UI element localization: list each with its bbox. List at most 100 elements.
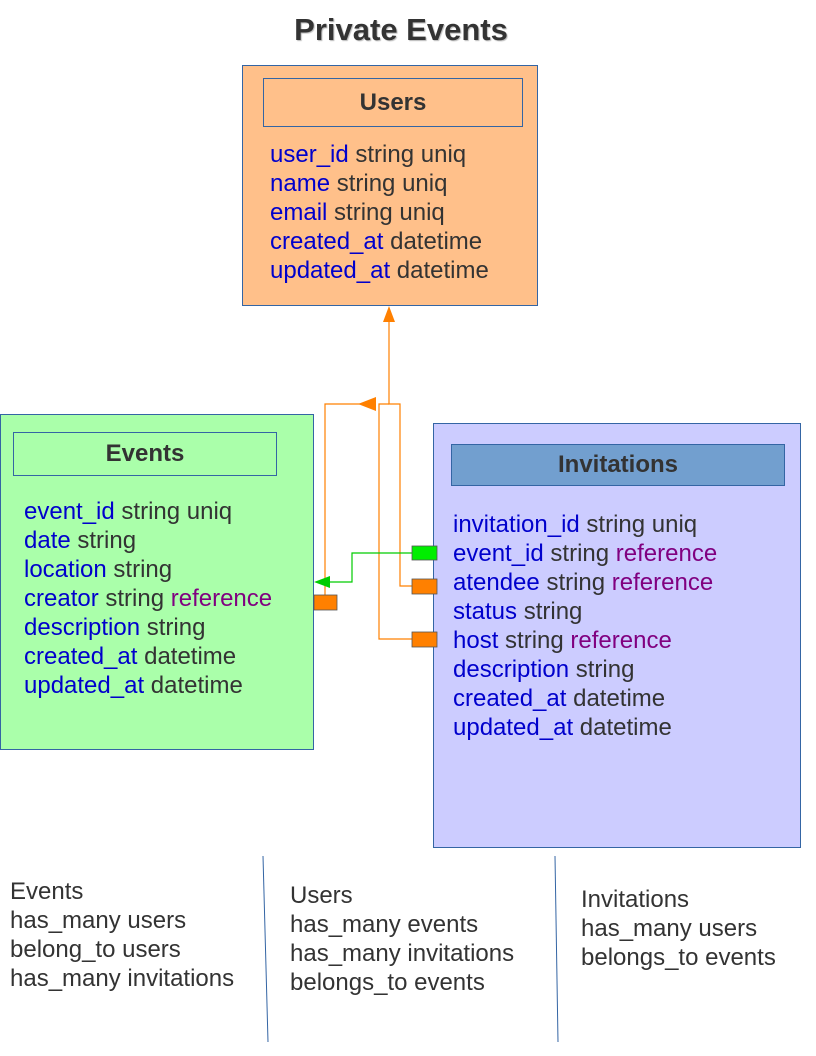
field-name: updated_at [270,257,391,284]
field-name: created_at [270,228,384,255]
connector-invitations-atendee-to-users [388,322,412,587]
users-field-row: created_at datetime [270,227,489,256]
field-type: string uniq [355,141,467,168]
field-name: location [24,556,107,583]
invitations-entity-header: Invitations [451,444,785,486]
field-type: string uniq [586,511,698,538]
field-type: datetime [390,228,483,255]
field-type: string [546,569,606,596]
users-field-row: email string uniq [270,198,489,227]
invitations-relation-item: has_many users [581,915,758,942]
invitations-field-row: description string [453,655,717,684]
invitations-field-row: host string reference [453,626,717,655]
users-relation-item: has_many events [290,911,479,938]
connector-arrowhead-users-side [358,397,376,411]
users-relation-item: belongs_to events [290,969,485,996]
field-name: email [270,199,328,226]
events-entity-header: Events [13,432,277,476]
events-relations-heading: Events [10,878,84,905]
field-name: event_id [24,498,115,525]
users-field-row: name string uniq [270,169,489,198]
field-type: string [105,585,165,612]
relations-divider-right [554,855,559,1043]
port-invitations-atendee [411,578,438,595]
connector-invitations-host-to-users [378,403,412,640]
connector-events-creator-to-users [324,403,376,600]
invitations-field-row: invitation_id string uniq [453,510,717,539]
field-type: string uniq [121,498,233,525]
field-type: datetime [144,643,237,670]
events-field-row: created_at datetime [24,642,272,671]
field-name: user_id [270,141,349,168]
invitations-field-row: status string [453,597,717,626]
invitations-relations-heading: Invitations [581,886,690,913]
field-type: string [113,556,173,583]
events-relation-item: belong_to users [10,936,181,963]
port-invitations-host [411,631,438,648]
users-field-row: user_id string uniq [270,140,489,169]
invitations-field-row: created_at datetime [453,684,717,713]
invitations-field-row: event_id string reference [453,539,717,568]
field-reference: reference [570,627,672,654]
field-name: date [24,527,71,554]
connector-arrowhead-events [314,576,330,588]
field-reference: reference [611,569,714,596]
field-type: string [575,656,635,683]
field-name: updated_at [24,672,145,699]
events-field-row: event_id string uniq [24,497,272,526]
events-relation-item: has_many invitations [10,965,235,992]
invitations-relation-item: belongs_to events [581,944,776,971]
field-name: invitation_id [453,511,580,538]
field-name: description [24,614,141,641]
field-type: string [523,598,583,625]
field-type: datetime [573,685,666,712]
field-name: updated_at [453,714,574,741]
field-type: string uniq [334,199,445,226]
field-type: string [146,614,206,641]
port-invitations-event-id [411,545,438,561]
events-field-row: description string [24,613,272,642]
users-relations-heading: Users [290,882,353,909]
field-reference: reference [170,585,273,612]
invitations-field-row: updated_at datetime [453,713,717,742]
field-name: description [453,656,570,683]
users-relation-item: has_many invitations [290,940,515,967]
users-entity-header: Users [263,78,523,127]
events-field-row: creator string reference [24,584,272,613]
field-name: event_id [453,540,544,567]
events-field-row: updated_at datetime [24,671,272,700]
field-name: created_at [24,643,138,670]
field-name: atendee [453,569,540,596]
field-type: datetime [579,714,672,741]
field-type: datetime [150,672,243,699]
events-field-row: date string [24,526,272,555]
relations-divider-left [262,855,269,1043]
field-type: string uniq [336,170,448,197]
users-field-row: updated_at datetime [270,256,489,285]
connector-invitations-event-to-events [330,552,412,583]
field-name: creator [24,585,99,612]
port-events-creator [313,594,338,611]
field-type: datetime [396,257,489,284]
connector-arrowhead-users [383,306,395,322]
field-name: name [270,170,331,197]
field-name: host [453,627,499,654]
diagram-title: Private Events [294,12,508,47]
events-field-row: location string [24,555,272,584]
events-relation-item: has_many users [10,907,187,934]
field-type: string [505,627,564,654]
field-reference: reference [615,540,718,567]
field-name: created_at [453,685,567,712]
field-name: status [453,598,518,625]
field-type: string [77,527,137,554]
